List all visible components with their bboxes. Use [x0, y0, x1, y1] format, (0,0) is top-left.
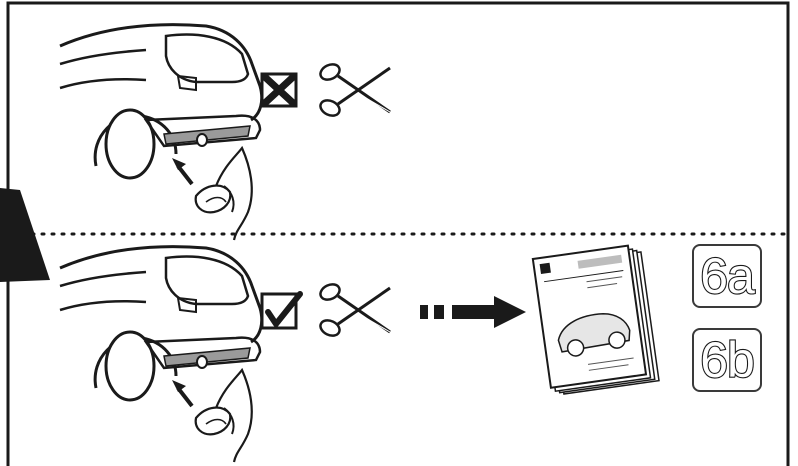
- checkbox-checked-icon: [260, 291, 303, 330]
- arrow-right-icon: [420, 296, 526, 328]
- scissors-icon: [316, 59, 392, 121]
- step-label-6a: 6a: [699, 248, 756, 304]
- car-rear-illustration-top: [58, 22, 264, 242]
- scissors-icon: [316, 279, 392, 341]
- manual-booklet-icon: [531, 244, 660, 395]
- car-rear-illustration-bottom: [58, 244, 264, 464]
- step-badge-6b: 6b: [692, 328, 762, 392]
- step-label-6b: 6b: [699, 332, 756, 388]
- step-badge-6a: 6a: [692, 244, 762, 308]
- checkbox-crossed-icon: [260, 72, 298, 108]
